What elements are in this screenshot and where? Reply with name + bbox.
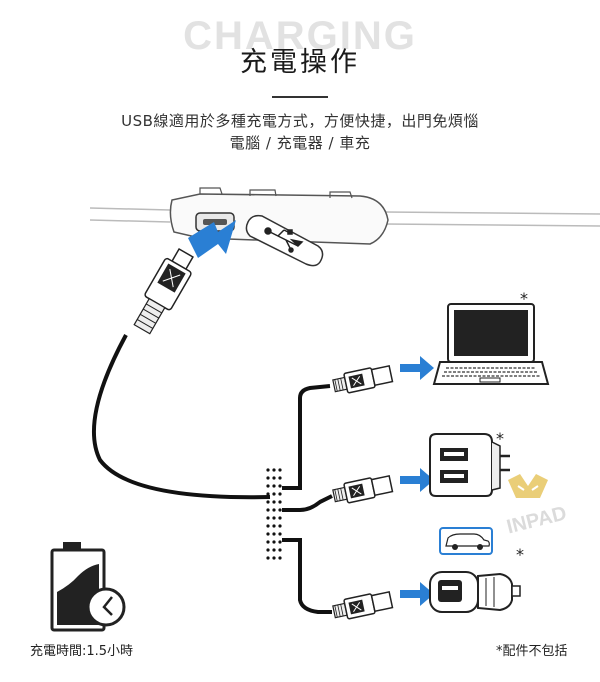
- arrow-to-car-charger-icon: [400, 582, 434, 606]
- inpad-watermark-logo: INPAD: [505, 474, 569, 538]
- subtitle-line-2: 電腦 / 充電器 / 車充: [229, 134, 371, 152]
- cable-splitter: [266, 468, 282, 560]
- arrow-to-wall-charger-icon: [400, 468, 434, 492]
- subtitle-line-1: USB線適用於多種充電方式，方便快捷，出門免煩惱: [121, 112, 479, 130]
- usb-plug-wall: [332, 475, 394, 504]
- arrow-to-laptop-icon: [400, 356, 434, 380]
- background-heading-word: CHARGING: [183, 14, 417, 58]
- car-charger-not-included-mark: *: [516, 545, 524, 564]
- branch-cable-laptop: [282, 384, 331, 490]
- car-badge-icon: [439, 527, 493, 555]
- headset-body: [89, 187, 600, 245]
- charge-time-label: 充電時間:1.5小時: [30, 644, 134, 659]
- usb-plug-car: [332, 591, 394, 620]
- battery-clock-icon: [50, 542, 126, 632]
- accessories-not-included-note: *配件不包括: [496, 644, 568, 659]
- car-charger-icon: [429, 571, 521, 613]
- laptop-not-included-mark: *: [520, 289, 528, 308]
- insert-arrow-icon: [188, 220, 236, 258]
- laptop-icon: [432, 303, 550, 385]
- title-underline: [272, 96, 328, 98]
- branch-cable-wall: [282, 494, 333, 512]
- usb-symbol-icon: [264, 227, 304, 253]
- page-title: 充電操作: [240, 47, 360, 78]
- usb-plug-laptop: [332, 365, 394, 394]
- main-cable: [92, 334, 271, 500]
- micro-usb-plug: [133, 247, 194, 335]
- wall-charger-not-included-mark: *: [496, 429, 504, 448]
- port-cover-flap: [245, 214, 324, 267]
- wall-charger-icon: [429, 433, 510, 497]
- watermark-text: INPAD: [505, 502, 569, 538]
- branch-cable-car: [282, 538, 332, 614]
